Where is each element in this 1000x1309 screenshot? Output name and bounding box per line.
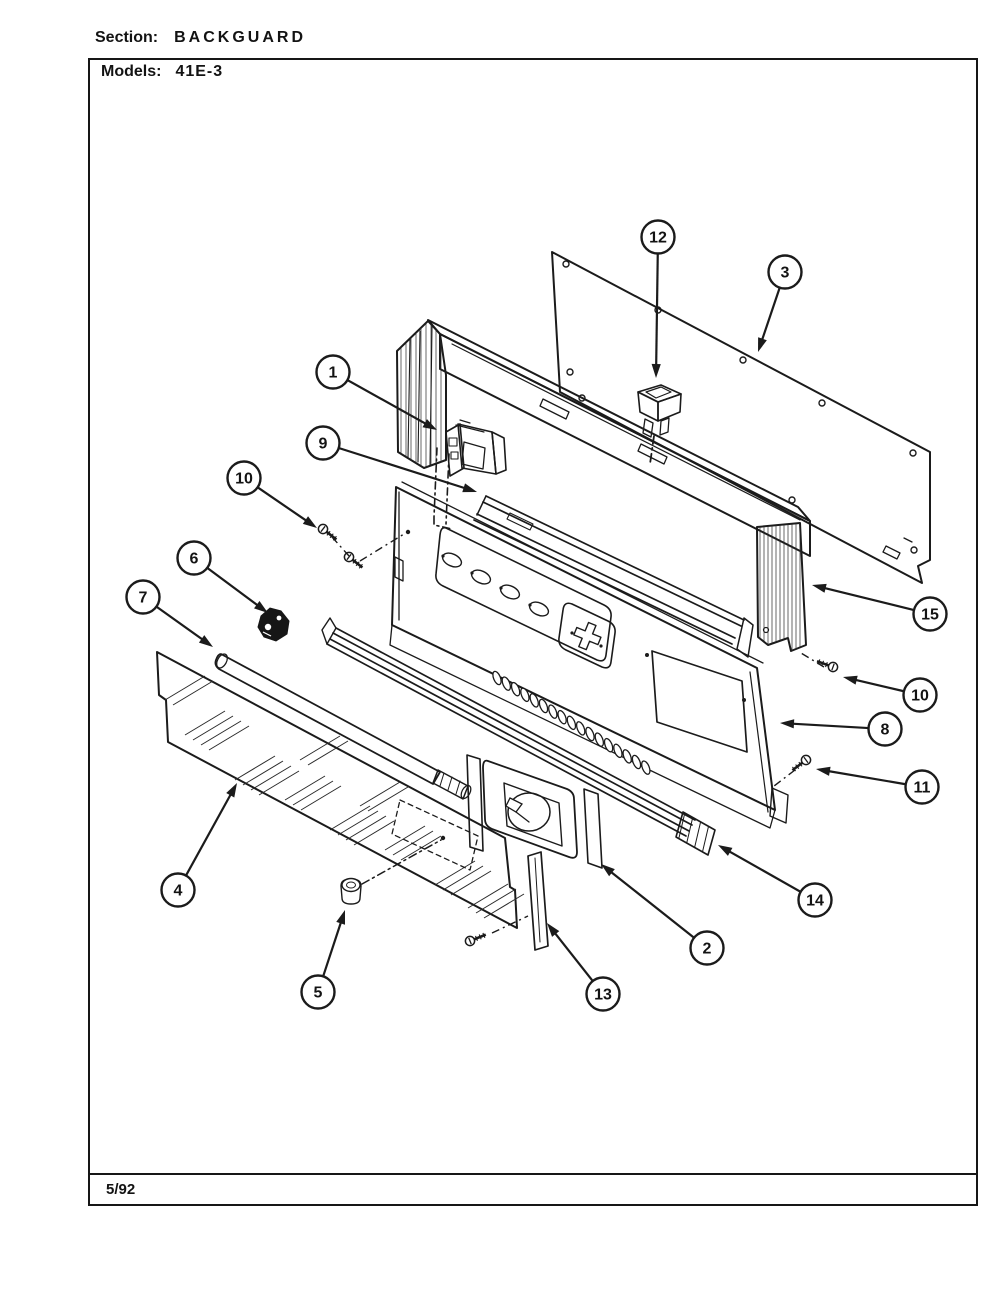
timer-mechanism (433, 419, 507, 530)
screw (791, 754, 812, 772)
callout-14: 14 (718, 845, 833, 918)
selector-cross-cutout (558, 602, 616, 669)
clock-window-opening (645, 650, 748, 753)
callout-number: 8 (881, 722, 890, 739)
callout-number: 6 (190, 551, 199, 568)
trim-molding (321, 617, 716, 856)
callout-5: 5 (300, 910, 345, 1010)
callout-10: 10 (843, 675, 938, 713)
callout-number: 3 (781, 265, 790, 282)
callout-number: 7 (139, 590, 148, 607)
screw (343, 551, 364, 569)
callout-number: 14 (806, 893, 824, 910)
housing-left-flange (396, 320, 447, 469)
handle-tube (214, 653, 472, 800)
switch-recess (435, 526, 612, 662)
section-header: Section: BACKGUARD (95, 29, 306, 47)
callout-number: 5 (314, 985, 323, 1002)
fastener-axes (331, 533, 825, 934)
section-label: Section: (95, 29, 159, 46)
rocker-switch (637, 384, 682, 465)
glass-hatching (164, 675, 525, 919)
clock-window-assembly (466, 754, 603, 869)
callout-9: 9 (305, 425, 477, 493)
callout-number: 12 (649, 230, 667, 247)
diagram-frame (88, 58, 978, 1175)
callout-12: 12 (640, 219, 676, 378)
back-panel (551, 251, 931, 584)
back-panel-screw-holes (562, 260, 918, 554)
glass-panel (156, 651, 525, 929)
models-value: 41E-3 (175, 63, 224, 80)
callout-6: 6 (176, 540, 268, 613)
mounting-bracket (473, 495, 754, 658)
callout-number: 13 (594, 987, 612, 1004)
models-header: Models: 41E-3 (101, 63, 223, 81)
callout-number: 4 (174, 883, 183, 900)
callout-number: 10 (235, 471, 253, 488)
panel-mount-tab (769, 787, 789, 824)
section-value: BACKGUARD (174, 29, 307, 46)
callout-11: 11 (816, 766, 940, 805)
screws (317, 523, 839, 947)
callout-13: 13 (547, 923, 621, 1012)
callout-7: 7 (125, 579, 213, 647)
vent-slots (492, 670, 651, 775)
control-housing (396, 319, 811, 652)
filler-strip (527, 851, 549, 951)
screw (317, 523, 338, 541)
callout-number: 10 (911, 688, 929, 705)
callout-3: 3 (758, 254, 803, 352)
leg-hatching (759, 523, 801, 651)
callout-number: 9 (319, 436, 328, 453)
callout-15: 15 (812, 583, 948, 632)
callout-2: 2 (601, 864, 725, 966)
knob-axis (361, 839, 442, 885)
end-cap-clip (257, 607, 290, 642)
callout-number: 2 (703, 941, 712, 958)
revision-date: 5/92 (106, 1181, 136, 1198)
screw (464, 932, 487, 947)
callout-10: 10 (226, 460, 317, 528)
callout-4: 4 (160, 783, 237, 908)
callout-1: 1 (315, 354, 437, 430)
switch-cutouts (441, 552, 550, 617)
footer-bar: 5/92 (88, 1175, 978, 1206)
callout-number: 1 (329, 365, 338, 382)
callout-number: 15 (921, 607, 939, 624)
control-knob (340, 877, 362, 905)
callout-8: 8 (780, 711, 903, 747)
side-support-bracket (756, 522, 807, 652)
switch-mount-axis (649, 435, 655, 465)
models-label: Models: (101, 63, 162, 80)
clock-pointer (505, 797, 530, 823)
screw (816, 659, 839, 673)
flange-hatching (400, 321, 442, 468)
label-area (391, 799, 479, 871)
callout-number: 11 (914, 780, 931, 797)
control-panel (389, 481, 789, 829)
